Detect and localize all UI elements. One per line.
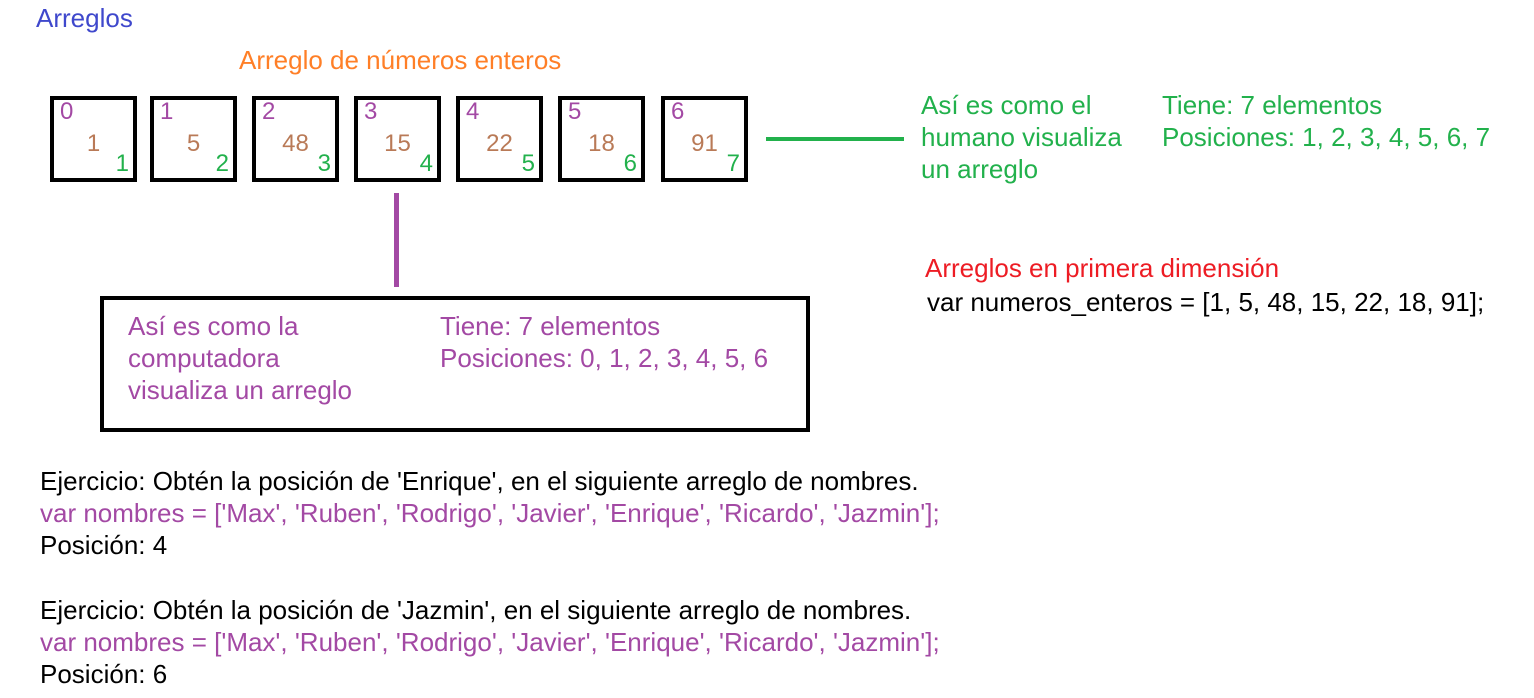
array-cell: 3 15 4 — [354, 96, 441, 182]
page-title: Arreglos — [36, 3, 133, 33]
cell-index: 5 — [568, 98, 582, 125]
cell-value: 1 — [86, 130, 101, 157]
array-cell: 5 18 6 — [558, 96, 645, 182]
cell-position: 5 — [521, 150, 535, 177]
cell-value: 5 — [186, 130, 201, 157]
cell-value: 22 — [486, 130, 513, 157]
human-view-line: humano visualiza — [921, 122, 1122, 152]
human-element-count: Tiene: 7 elementos — [1162, 90, 1383, 120]
computer-positions: Posiciones: 0, 1, 2, 3, 4, 5, 6 — [440, 343, 769, 373]
human-connector-line — [766, 137, 904, 141]
cell-index: 4 — [466, 98, 480, 125]
array-cell: 1 5 2 — [150, 96, 237, 182]
computer-view-description: Así es como la computadora visualiza un … — [128, 310, 352, 406]
cell-position: 7 — [726, 150, 740, 177]
array-cell: 0 1 1 — [50, 96, 137, 182]
exercise-prompt: Ejercicio: Obtén la posición de 'Enrique… — [40, 466, 919, 496]
exercise-prompt: Ejercicio: Obtén la posición de 'Jazmin'… — [40, 595, 912, 625]
human-view-description: Así es como el humano visualiza un arreg… — [921, 89, 1122, 185]
cell-index: 2 — [262, 98, 276, 125]
computer-view-info: Tiene: 7 elementos Posiciones: 0, 1, 2, … — [440, 310, 768, 374]
exercise-block: Ejercicio: Obtén la posición de 'Enrique… — [40, 465, 940, 561]
exercise-code: var nombres = ['Max', 'Ruben', 'Rodrigo'… — [40, 627, 940, 657]
computer-view-box — [100, 296, 810, 432]
cell-value: 48 — [282, 130, 309, 157]
cell-position: 4 — [419, 150, 433, 177]
cell-position: 2 — [215, 150, 229, 177]
exercise-block: Ejercicio: Obtén la posición de 'Jazmin'… — [40, 594, 940, 690]
cell-value: 15 — [384, 130, 411, 157]
first-dimension-heading: Arreglos en primera dimensión — [925, 253, 1280, 283]
cell-position: 1 — [115, 150, 129, 177]
array-cell: 2 48 3 — [252, 96, 339, 182]
array-cell: 4 22 5 — [456, 96, 543, 182]
cell-index: 0 — [60, 98, 74, 125]
array-title: Arreglo de números enteros — [239, 45, 562, 75]
exercise-answer: Posición: 6 — [40, 659, 168, 689]
cell-position: 6 — [623, 150, 637, 177]
human-view-info: Tiene: 7 elementos Posiciones: 1, 2, 3, … — [1162, 89, 1490, 153]
human-view-line: Así es como el — [921, 90, 1092, 120]
cell-position: 3 — [317, 150, 331, 177]
computer-view-line: visualiza un arreglo — [128, 375, 353, 405]
human-positions: Posiciones: 1, 2, 3, 4, 5, 6, 7 — [1162, 122, 1491, 152]
computer-view-line: Así es como la — [128, 311, 299, 341]
computer-view-line: computadora — [128, 343, 280, 373]
cell-index: 1 — [160, 98, 174, 125]
cell-value: 18 — [588, 130, 615, 157]
array-cell: 6 91 7 — [661, 96, 748, 182]
cell-index: 3 — [364, 98, 378, 125]
exercise-answer: Posición: 4 — [40, 530, 168, 560]
computer-connector-line — [394, 193, 399, 287]
cell-index: 6 — [671, 98, 685, 125]
exercise-code: var nombres = ['Max', 'Ruben', 'Rodrigo'… — [40, 498, 940, 528]
human-view-line: un arreglo — [921, 154, 1039, 184]
cell-value: 91 — [691, 130, 718, 157]
first-dimension-code: var numeros_enteros = [1, 5, 48, 15, 22,… — [927, 287, 1485, 317]
computer-element-count: Tiene: 7 elementos — [440, 311, 661, 341]
